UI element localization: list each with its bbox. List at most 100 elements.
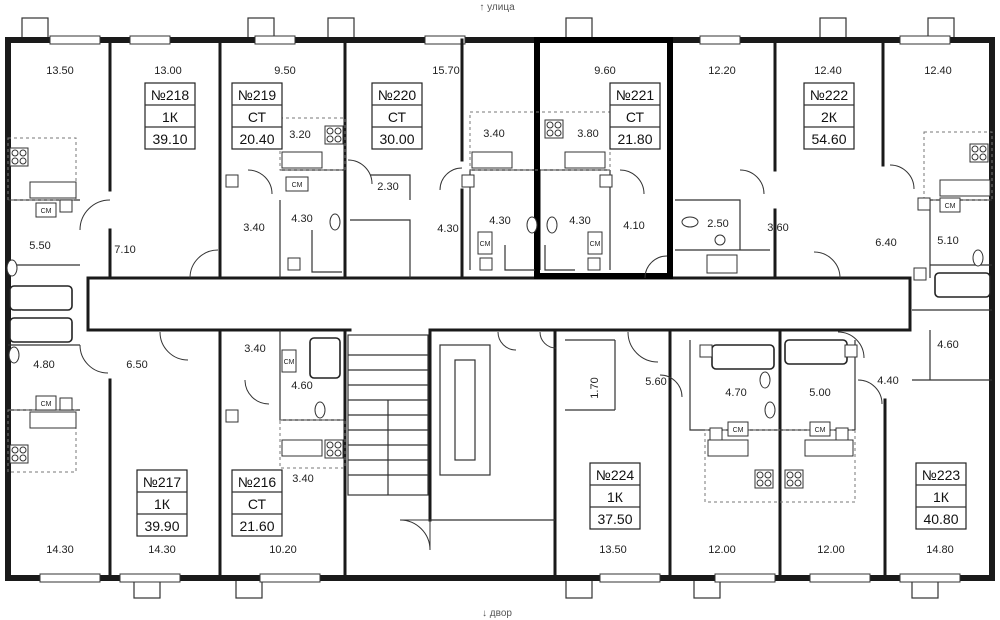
room-area: 4.80 xyxy=(33,359,54,371)
svg-text:№224: №224 xyxy=(596,467,635,483)
svg-text:20.40: 20.40 xyxy=(239,131,274,147)
room-area: 5.10 xyxy=(937,235,958,247)
svg-text:СТ: СТ xyxy=(248,496,267,512)
room-area: 4.60 xyxy=(937,339,958,351)
svg-text:№217: №217 xyxy=(143,474,182,490)
washing-machine-icon: СМ xyxy=(727,421,749,437)
top-window-bays xyxy=(21,17,955,39)
room-area: 13.00 xyxy=(154,65,182,77)
room-area: 5.50 xyxy=(29,240,50,252)
bathtub-icon xyxy=(711,344,775,370)
toilet-icons xyxy=(6,213,984,419)
washing-machine-icon: СМ xyxy=(35,202,57,218)
bottom-window-bays xyxy=(133,577,939,599)
toilet-icon xyxy=(329,213,341,231)
svg-text:СТ: СТ xyxy=(388,109,407,125)
svg-text:СМ: СМ xyxy=(292,182,303,189)
stove-icon xyxy=(544,119,564,139)
room-area: 7.10 xyxy=(114,244,135,256)
room-area: 4.30 xyxy=(437,223,458,235)
misc-fixtures xyxy=(59,174,931,441)
stairwell xyxy=(347,334,555,551)
stove-icon xyxy=(754,469,774,489)
svg-text:СМ: СМ xyxy=(815,427,826,434)
washing-machine-icon: СМ xyxy=(281,349,297,373)
svg-text:СМ: СМ xyxy=(284,359,295,366)
apartment-label-220: №220 СТ 30.00 xyxy=(371,82,423,150)
stove-icon xyxy=(324,125,344,145)
washing-machine-icon: СМ xyxy=(35,395,57,411)
stove-icon xyxy=(784,469,804,489)
toilet-icon xyxy=(972,249,984,267)
room-area: 14.30 xyxy=(148,544,176,556)
svg-text:СМ: СМ xyxy=(41,208,52,215)
svg-text:СМ: СМ xyxy=(41,401,52,408)
apartment-label-223: №223 1К 40.80 xyxy=(915,462,967,530)
kitchen-counters xyxy=(29,151,991,457)
room-area: 3.40 xyxy=(244,343,265,355)
svg-text:2К: 2К xyxy=(821,109,838,125)
svg-text:1К: 1К xyxy=(162,109,179,125)
washing-machine-icon: СМ xyxy=(477,231,493,255)
room-area: 3.40 xyxy=(243,222,264,234)
highlighted-apartment-outline xyxy=(534,37,673,279)
svg-text:№221: №221 xyxy=(616,87,655,103)
apartment-label-224: №224 1К 37.50 xyxy=(589,462,641,530)
room-area: 4.60 xyxy=(291,380,312,392)
corridor-walls xyxy=(86,276,912,332)
svg-text:1К: 1К xyxy=(154,496,171,512)
room-area-labels: 13.50 13.00 9.50 15.70 9.60 12.20 12.40 … xyxy=(29,65,958,556)
stove-icons xyxy=(9,119,989,489)
room-area: 4.40 xyxy=(877,375,898,387)
room-area: 4.30 xyxy=(291,213,312,225)
stove-icon xyxy=(969,143,989,163)
room-area: 13.50 xyxy=(46,65,74,77)
svg-text:СМ: СМ xyxy=(480,241,491,248)
room-area: 12.20 xyxy=(708,65,736,77)
svg-text:СМ: СМ xyxy=(733,427,744,434)
room-area: 14.30 xyxy=(46,544,74,556)
orientation-top-label: ↑ улица xyxy=(479,2,515,13)
orientation-bottom-label: ↓ двор xyxy=(482,608,512,619)
room-area: 3.20 xyxy=(289,129,310,141)
bathtub-icon xyxy=(9,285,73,311)
toilet-icon xyxy=(314,401,326,419)
washing-machine-icons: СМ СМ СМ СМ СМ СМ СМ СМ СМ xyxy=(35,176,961,437)
svg-text:№218: №218 xyxy=(151,87,190,103)
svg-text:СТ: СТ xyxy=(248,109,267,125)
svg-text:№219: №219 xyxy=(238,87,277,103)
room-area: 10.20 xyxy=(269,544,297,556)
bottom-partitions xyxy=(8,309,992,580)
room-area: 5.00 xyxy=(809,387,830,399)
svg-text:54.60: 54.60 xyxy=(811,131,846,147)
room-area: 12.00 xyxy=(708,544,736,556)
bathtub-icon xyxy=(309,337,341,379)
svg-text:№220: №220 xyxy=(378,87,417,103)
svg-text:21.80: 21.80 xyxy=(617,131,652,147)
svg-text:39.90: 39.90 xyxy=(144,518,179,534)
bathtub-icons xyxy=(9,230,991,379)
room-area: 12.40 xyxy=(924,65,952,77)
svg-text:40.80: 40.80 xyxy=(923,511,958,527)
room-area: 3.40 xyxy=(483,128,504,140)
svg-text:1К: 1К xyxy=(607,489,624,505)
apartment-label-217: №217 1К 39.90 xyxy=(136,469,188,537)
svg-text:СТ: СТ xyxy=(626,109,645,125)
svg-text:1К: 1К xyxy=(933,489,950,505)
door-swings xyxy=(79,159,915,405)
apartment-label-218: №218 1К 39.10 xyxy=(144,82,196,150)
toilet-icon xyxy=(526,216,538,234)
washing-machine-icon: СМ xyxy=(285,176,309,192)
room-area: 3.60 xyxy=(767,222,788,234)
room-area: 9.60 xyxy=(594,65,615,77)
bathtub-icon xyxy=(784,339,848,365)
room-area: 6.40 xyxy=(875,237,896,249)
svg-text:СМ: СМ xyxy=(945,203,956,210)
sink-icon xyxy=(714,234,726,246)
svg-text:37.50: 37.50 xyxy=(597,511,632,527)
toilet-icon xyxy=(759,371,771,389)
room-area: 1.70 xyxy=(589,377,601,398)
svg-text:39.10: 39.10 xyxy=(152,131,187,147)
room-area: 9.50 xyxy=(274,65,295,77)
toilet-icon xyxy=(546,216,558,234)
